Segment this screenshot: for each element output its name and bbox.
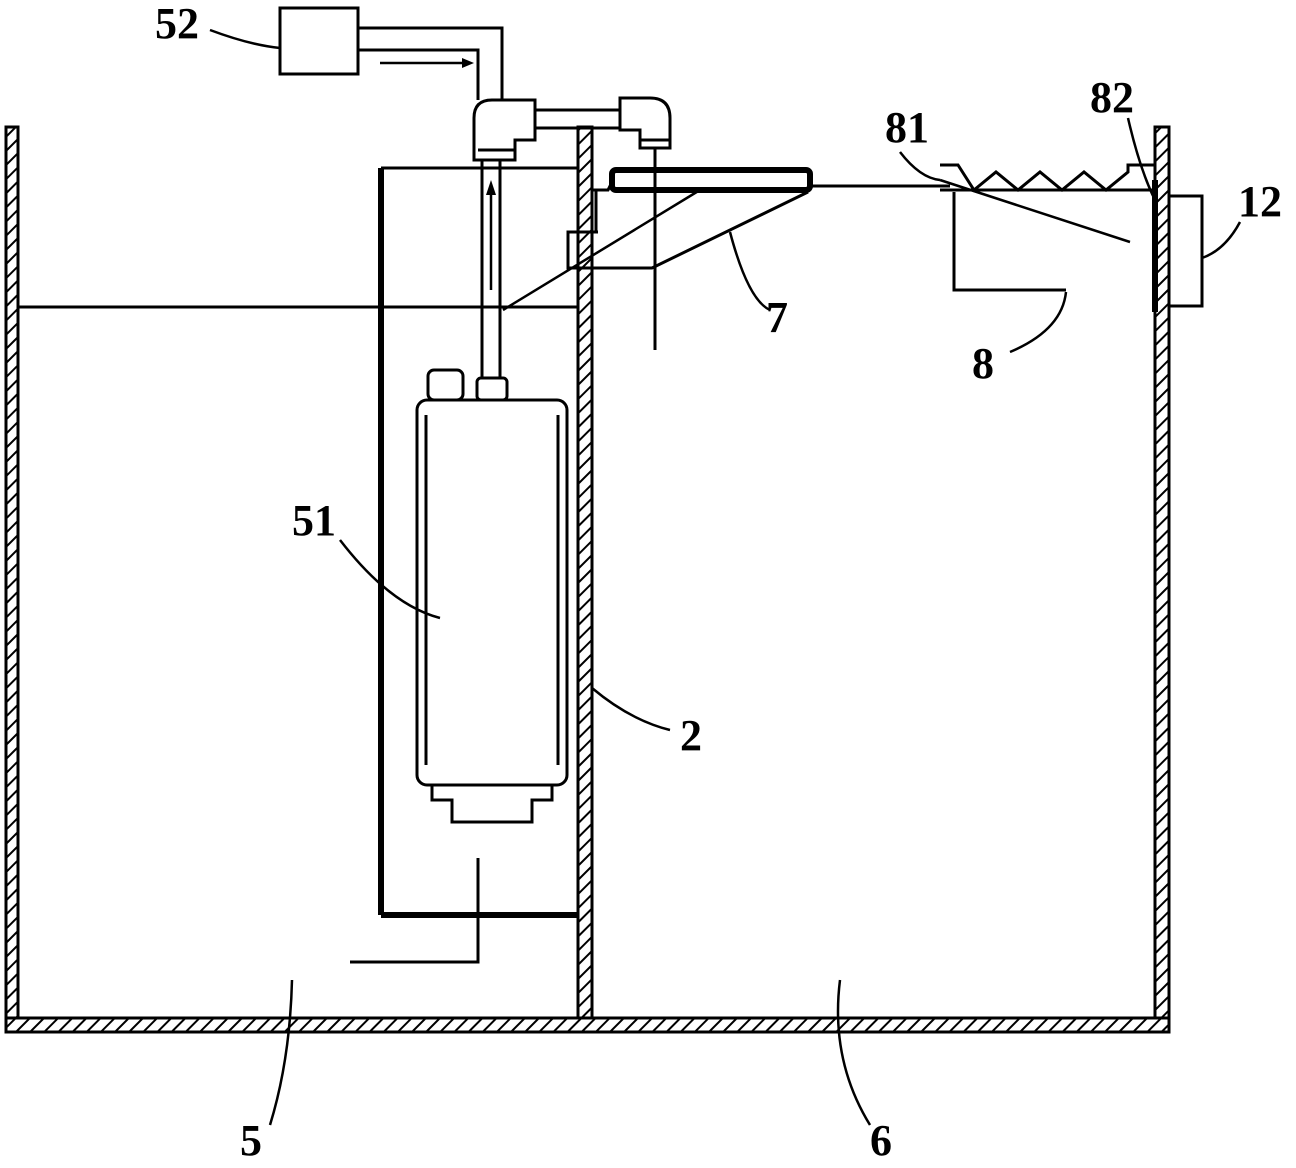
label-12: 12 — [1238, 177, 1282, 226]
label-51: 51 — [292, 496, 336, 545]
intake-pipe — [350, 858, 480, 964]
riser-pipe — [480, 160, 502, 378]
label-7: 7 — [766, 293, 788, 342]
label-82: 82 — [1090, 73, 1134, 122]
left-outer-wall — [4, 125, 20, 1034]
label-8: 8 — [972, 339, 994, 388]
air-pipe — [278, 6, 504, 100]
tank-walls — [4, 125, 1171, 1034]
component-7 — [502, 167, 813, 312]
air-pump-52 — [278, 6, 360, 76]
tank-bottom — [4, 1016, 1171, 1034]
label-2: 2 — [680, 711, 702, 760]
label-5: 5 — [240, 1116, 262, 1165]
component-12 — [1167, 194, 1204, 308]
label-52: 52 — [155, 0, 199, 48]
label-81: 81 — [885, 103, 929, 152]
label-6: 6 — [870, 1116, 892, 1165]
component-8 — [939, 163, 1155, 292]
leader-lines — [209, 28, 1242, 1126]
elbow-fittings — [472, 96, 672, 162]
pump-body — [415, 368, 569, 824]
